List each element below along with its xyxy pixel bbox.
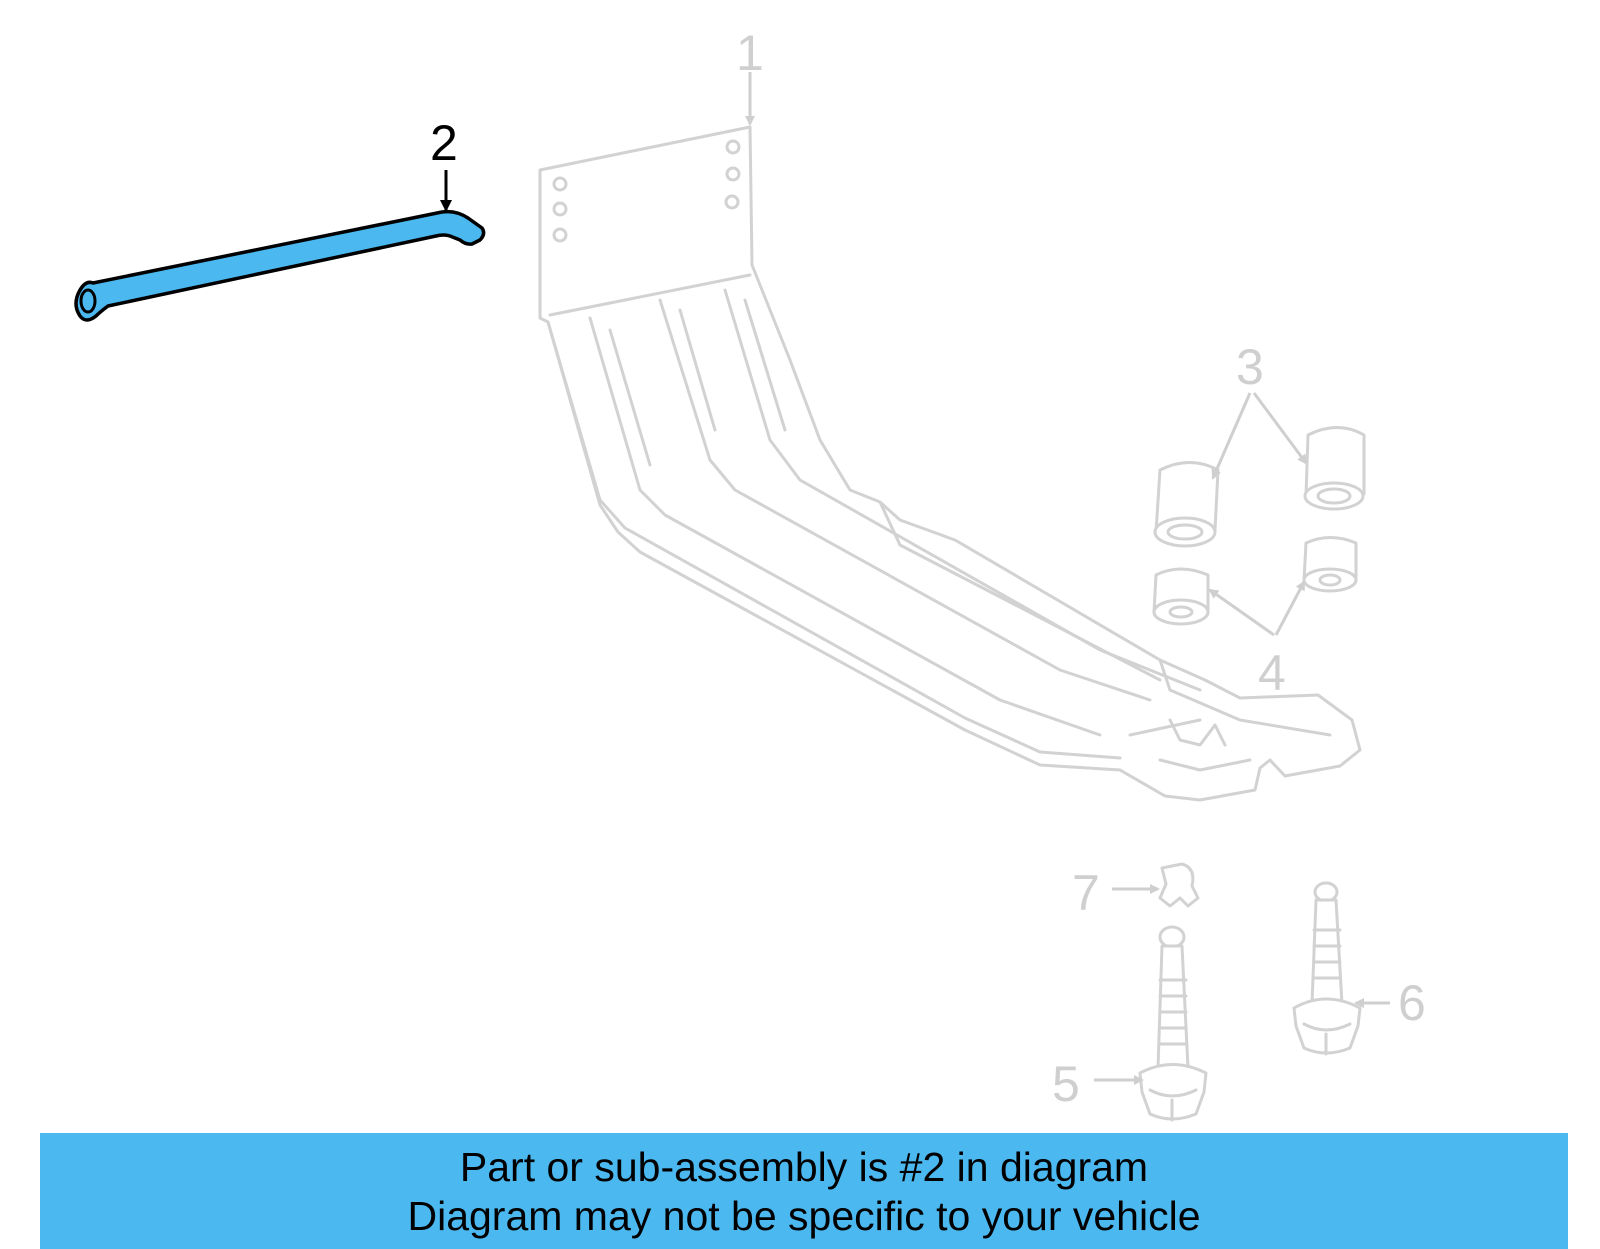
callout-7: 7 — [1072, 865, 1100, 921]
callout-3: 3 — [1236, 339, 1264, 395]
callout-1: 1 — [736, 25, 764, 81]
part-3-bushings — [1153, 426, 1366, 548]
callout-5: 5 — [1052, 1056, 1080, 1112]
part-1-crossmember — [538, 125, 1362, 802]
banner-line-1: Part or sub-assembly is #2 in diagram — [459, 1144, 1149, 1190]
callout-2: 2 — [430, 115, 458, 171]
info-banner: Part or sub-assembly is #2 in diagram Di… — [40, 1133, 1568, 1249]
part-5-bolt — [1138, 925, 1208, 1122]
part-6-bolt — [1292, 881, 1362, 1056]
callout-4: 4 — [1258, 645, 1286, 701]
callout-6: 6 — [1398, 975, 1426, 1031]
part-7-clip — [1158, 862, 1200, 908]
part-2-rod — [74, 209, 486, 322]
banner-line-2: Diagram may not be specific to your vehi… — [407, 1193, 1201, 1239]
part-4-bushings — [1152, 536, 1358, 626]
